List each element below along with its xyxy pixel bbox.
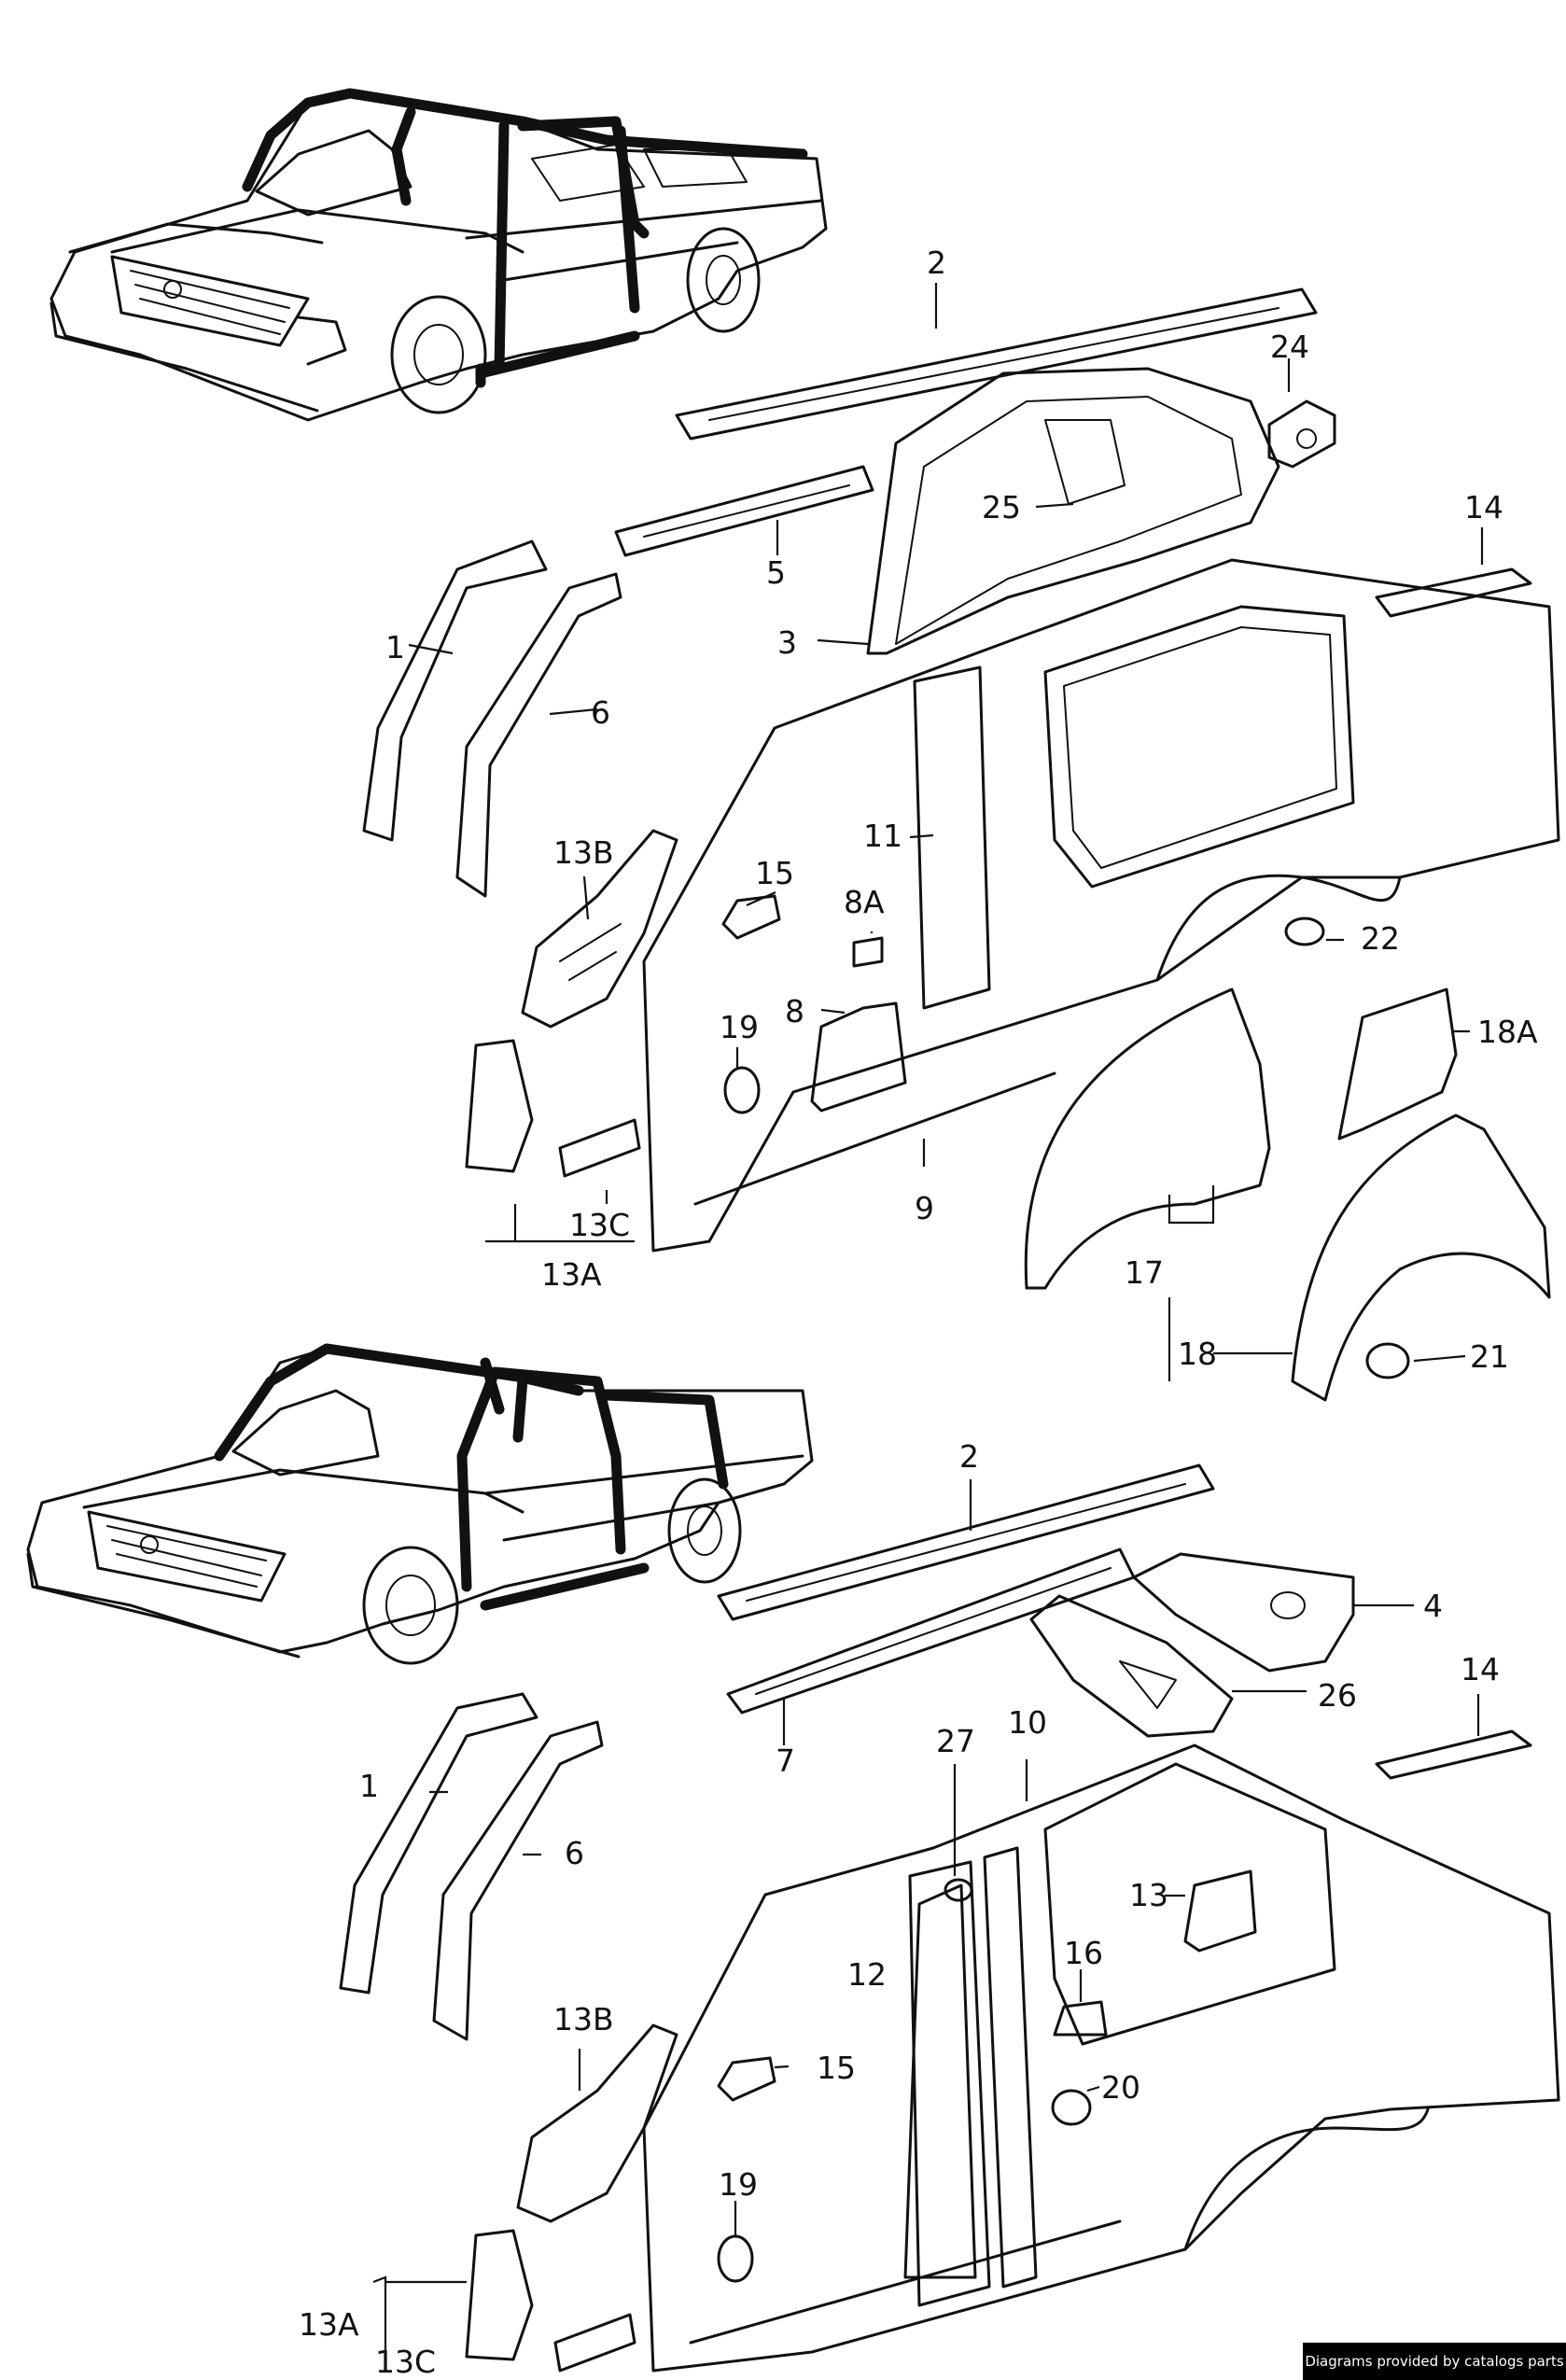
- a-pillar-inner-6-lower: [432, 1720, 604, 2041]
- footer-credit: Diagrams provided by catalogs parts: [1303, 2343, 1566, 2380]
- label-21: 21: [1470, 1338, 1509, 1375]
- label-13B-lower: 13B: [553, 2001, 614, 2037]
- label-13B: 13B: [553, 834, 614, 871]
- plate-8A: [852, 936, 884, 968]
- rear-shelf-4: [1132, 1552, 1355, 1673]
- body-side-panel-lower: [642, 1743, 1560, 2373]
- b-pillar-12: [903, 1883, 977, 2279]
- label-7: 7: [776, 1743, 795, 1779]
- roof-rail-2-lower: [717, 1463, 1215, 1621]
- label-4: 4: [1423, 1588, 1443, 1624]
- a-pillar-inner-6: [455, 572, 622, 898]
- callouts-lower: 2 4 26 7 14 10 27 1 6 13 16 12 13B 15 20…: [299, 1438, 1500, 2380]
- label-25: 25: [982, 489, 1021, 525]
- c-pillar-inner-26: [1029, 1594, 1234, 1738]
- trim-14-lower: [1375, 1729, 1532, 1780]
- vehicle-4door-illustration: [26, 1343, 814, 1665]
- wheel-arch-rear-18A: [1337, 987, 1458, 1141]
- label-19-lower: 19: [719, 2166, 758, 2203]
- rear-pillar-inner-3: [866, 367, 1280, 655]
- vehicle-2door-illustration: [49, 88, 828, 422]
- label-12: 12: [847, 1956, 887, 1993]
- label-13C-lower: 13C: [375, 2344, 436, 2380]
- a-pillar-1-lower: [339, 1692, 538, 1995]
- hinge-pillar-13B-lower: [516, 2023, 678, 2223]
- leaders-upper: [408, 283, 1484, 1381]
- roof-frame-inner-5: [614, 465, 874, 557]
- grommet-21: [1365, 1342, 1410, 1379]
- body-side-panel-upper: [642, 558, 1560, 1253]
- a-pillar-1: [362, 539, 548, 842]
- cap-27: [944, 1878, 973, 1902]
- label-6-lower: 6: [565, 1835, 584, 1871]
- label-10: 10: [1008, 1704, 1047, 1741]
- trim-14-upper: [1375, 567, 1532, 618]
- grommet-19-lower: [717, 2234, 754, 2283]
- label-18: 18: [1178, 1336, 1217, 1372]
- label-11: 11: [863, 818, 902, 854]
- roof-rail-2: [675, 287, 1318, 441]
- label-15-lower: 15: [817, 2050, 856, 2086]
- label-16: 16: [1064, 1935, 1103, 1971]
- grommet-22: [1284, 917, 1325, 946]
- label-6: 6: [591, 694, 610, 731]
- label-18A: 18A: [1477, 1014, 1538, 1050]
- hinge-pillar-13B: [521, 829, 678, 1029]
- label-2: 2: [927, 245, 946, 281]
- label-8: 8: [785, 993, 804, 1029]
- callouts-upper: 2 24 25 14 5 3 1 6 13B 11 15 8A 8 19 22 …: [385, 245, 1538, 1375]
- label-13A-lower: 13A: [299, 2306, 359, 2343]
- label-15: 15: [755, 855, 794, 891]
- bracket-8: [810, 1001, 907, 1113]
- label-13A: 13A: [541, 1256, 602, 1293]
- roof-frame-inner-7: [726, 1547, 1136, 1715]
- grommet-19-upper: [723, 1066, 761, 1114]
- label-24: 24: [1270, 329, 1309, 365]
- label-19: 19: [720, 1009, 759, 1045]
- label-14: 14: [1464, 489, 1503, 525]
- bracket-15-lower: [717, 2056, 776, 2102]
- label-20: 20: [1101, 2069, 1140, 2106]
- grommet-20: [1051, 2089, 1092, 2126]
- label-13C: 13C: [569, 1207, 630, 1243]
- wheel-arch-inner-17: [1024, 987, 1271, 1290]
- label-26: 26: [1318, 1677, 1357, 1714]
- label-2-lower: 2: [959, 1438, 979, 1475]
- label-22: 22: [1361, 920, 1400, 957]
- label-13: 13: [1129, 1877, 1168, 1913]
- label-1: 1: [385, 629, 405, 665]
- bracket-16: [1053, 2000, 1108, 2037]
- label-27: 27: [936, 1723, 975, 1759]
- label-5: 5: [766, 554, 786, 591]
- leaders-lower: [372, 1479, 1480, 2366]
- pillar-base-13A: [465, 1039, 534, 1173]
- bracket-13: [1183, 1869, 1257, 1953]
- label-1-lower: 1: [359, 1768, 379, 1804]
- bracket-24: [1267, 399, 1336, 469]
- pillar-base-13A-lower: [465, 2229, 534, 2361]
- label-9: 9: [915, 1190, 934, 1226]
- label-8A: 8A: [844, 884, 885, 920]
- bracket-15: [721, 894, 781, 940]
- label-17: 17: [1125, 1254, 1164, 1291]
- wheelhouse-18: [1291, 1113, 1551, 1402]
- label-3: 3: [777, 624, 797, 661]
- patch-13C: [558, 1118, 641, 1178]
- label-14-lower: 14: [1461, 1651, 1500, 1687]
- patch-13C-lower: [553, 2313, 636, 2373]
